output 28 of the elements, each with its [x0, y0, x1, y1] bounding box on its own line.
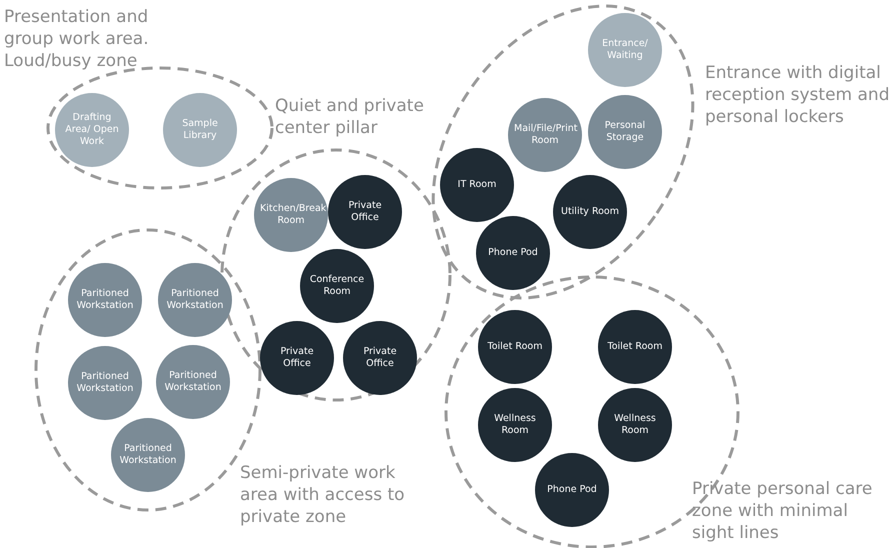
- room-circle: Utility Room: [553, 175, 627, 249]
- room-circle: Paritioned Workstation: [158, 263, 232, 337]
- room-circle: Private Office: [343, 321, 417, 395]
- zone-heading: Private personal care zone with minimal sight lines: [692, 478, 874, 544]
- zone-heading: Quiet and private center pillar: [275, 95, 425, 139]
- zone-heading: Semi-private work area with access to private zone: [240, 462, 406, 528]
- zone-heading: Presentation and group work area. Loud/busy zone: [4, 6, 150, 72]
- room-circle: Personal Storage: [588, 95, 662, 169]
- room-circle: Conference Room: [300, 249, 374, 323]
- room-circle: Toilet Room: [598, 310, 672, 384]
- room-circle: Drafting Area/ Open Work: [55, 93, 129, 167]
- room-circle: Kitchen/Break Room: [254, 178, 328, 252]
- room-circle: Wellness Room: [598, 388, 672, 462]
- room-circle: Entrance/ Waiting: [588, 13, 662, 87]
- room-circle: Paritioned Workstation: [68, 346, 142, 420]
- room-circle: Toilet Room: [478, 310, 552, 384]
- room-circle: Paritioned Workstation: [111, 418, 185, 492]
- room-circle: Wellness Room: [478, 388, 552, 462]
- room-circle: Sample Library: [163, 93, 237, 167]
- room-circle: Mail/File/Print Room: [508, 98, 582, 172]
- room-circle: Phone Pod: [535, 453, 609, 527]
- room-circle: Private Office: [328, 175, 402, 249]
- room-circle: Paritioned Workstation: [156, 345, 230, 419]
- room-circle: IT Room: [440, 148, 514, 222]
- zone-heading: Entrance with digital reception system and personal lockers: [705, 62, 890, 128]
- room-circle: Private Office: [260, 321, 334, 395]
- room-circle: Paritioned Workstation: [68, 263, 142, 337]
- room-circle: Phone Pod: [476, 216, 550, 290]
